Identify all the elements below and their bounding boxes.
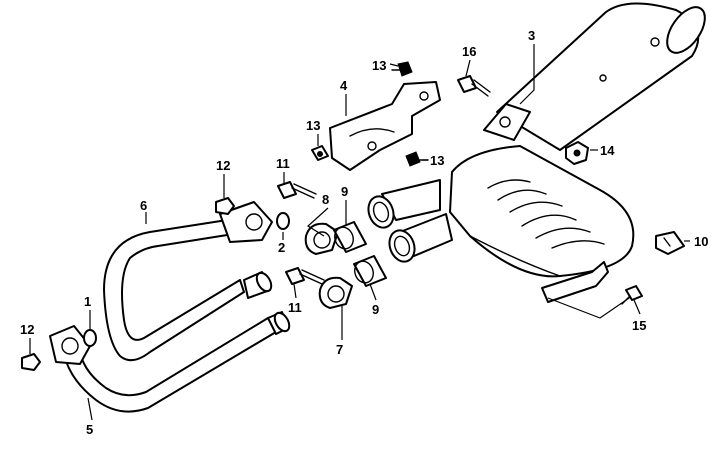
part-3-muffler [449, 2, 706, 319]
part-13-bolt-right [405, 151, 429, 167]
part-15-bolt [621, 285, 643, 305]
part-16-bolt [457, 75, 491, 97]
part-13-bolt-left [311, 145, 329, 161]
callout-11-lower: 11 [288, 300, 302, 315]
part-13-bolt-top [391, 61, 413, 77]
callout-6: 6 [140, 198, 147, 213]
callout-4: 4 [340, 78, 348, 93]
callout-5: 5 [86, 422, 93, 437]
part-12-nut-lower [21, 353, 41, 371]
callout-10: 10 [694, 234, 708, 249]
muffler-inlet-pipes [367, 179, 453, 263]
callout-12-upper: 12 [216, 158, 230, 173]
callout-2: 2 [278, 240, 285, 255]
part-6-header-pipe-upper [103, 201, 273, 362]
part-11-bolt-lower [285, 267, 325, 285]
callout-1: 1 [84, 294, 91, 309]
part-9-seal-lower [353, 255, 387, 287]
part-2-gasket [276, 212, 290, 230]
part-12-nut-upper [215, 197, 235, 215]
callout-8: 8 [322, 192, 329, 207]
leader-lines [29, 44, 690, 421]
callout-7: 7 [336, 342, 343, 357]
callout-13-top: 13 [372, 58, 386, 73]
part-14-nut [565, 141, 589, 165]
part-7-clamp [318, 276, 353, 309]
part-9-seal-upper [333, 221, 367, 253]
callout-15: 15 [632, 318, 646, 333]
callout-11-upper: 11 [276, 156, 290, 171]
callout-9-lower: 9 [372, 302, 379, 317]
callout-16: 16 [462, 44, 476, 59]
callout-labels: 1 2 3 4 5 6 7 8 9 9 10 11 11 12 12 13 13… [20, 28, 708, 437]
callout-12-lower: 12 [20, 322, 34, 337]
callout-9-upper: 9 [341, 184, 348, 199]
part-10-rubber-mount [655, 231, 685, 255]
part-5-header-pipe-lower [49, 311, 291, 413]
part-1-gasket [83, 329, 97, 347]
callout-14: 14 [600, 143, 615, 158]
callout-13-left: 13 [306, 118, 320, 133]
callout-13-right: 13 [430, 153, 444, 168]
part-4-heat-shield [329, 81, 441, 171]
part-11-bolt-upper [277, 181, 317, 199]
callout-3: 3 [528, 28, 535, 43]
